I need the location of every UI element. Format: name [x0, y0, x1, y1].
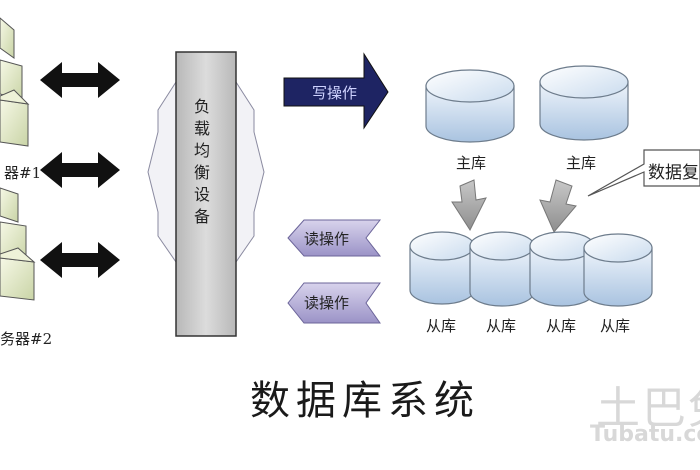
- slave-db-1-label: 从库: [426, 317, 457, 335]
- watermark-logo: 土巴兔: [596, 383, 700, 434]
- master-db-2: [539, 65, 629, 141]
- read-op-label-2: 读操作: [304, 294, 350, 312]
- slave-db-3-label: 从库: [546, 317, 577, 335]
- slave-db-4-label: 从库: [600, 317, 631, 335]
- slave-db-1: [409, 231, 475, 305]
- replication-arrow-2: [539, 179, 577, 233]
- write-op-label: 写操作: [312, 84, 358, 102]
- load-balancer-label: 负载均衡设备: [193, 97, 210, 226]
- server-stack-1: [0, 17, 30, 147]
- double-arrow-3: [40, 242, 120, 278]
- master-db-2-label: 主库: [566, 154, 597, 172]
- slave-db-2: [469, 231, 535, 307]
- watermark-url: Tubatu.com: [590, 422, 700, 447]
- double-arrow-1: [40, 62, 120, 98]
- server-1-label: 器#1: [4, 164, 42, 182]
- double-arrow-2: [40, 152, 120, 188]
- lb-right-arrow: [235, 80, 265, 264]
- master-db-1: [425, 69, 515, 143]
- read-arrow-1: [287, 219, 382, 257]
- slave-db-4: [583, 233, 653, 307]
- server-stack-2: [0, 187, 36, 301]
- master-db-1-label: 主库: [456, 154, 487, 172]
- read-op-label-1: 读操作: [304, 230, 350, 248]
- lb-left-arrow: [147, 80, 177, 264]
- server-2-label: 务器#2: [0, 330, 53, 348]
- slave-db-2-label: 从库: [486, 317, 517, 335]
- write-arrow: [283, 52, 389, 130]
- load-balancer-box: [175, 51, 237, 337]
- callout-bubble: [587, 149, 700, 197]
- callout-label: 数据复: [648, 163, 699, 183]
- diagram-caption: 数据库系统: [250, 378, 480, 424]
- slave-db-3: [529, 231, 595, 307]
- read-arrow-2: [287, 282, 381, 324]
- replication-arrow-1: [451, 179, 487, 232]
